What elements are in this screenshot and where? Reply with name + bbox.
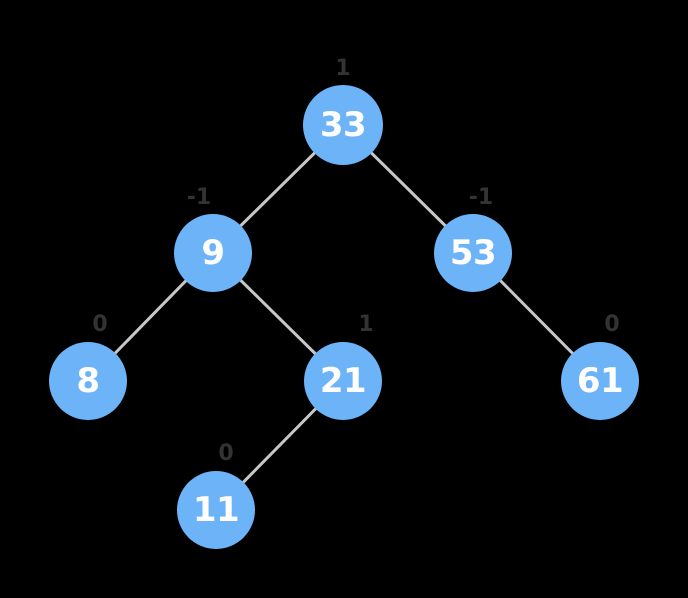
- balance-factor-61: 0: [604, 312, 620, 337]
- tree-node-53[interactable]: 53: [434, 214, 512, 292]
- tree-node-label: 21: [319, 361, 367, 401]
- balance-factor-33: 1: [335, 56, 351, 81]
- balance-factor-21: 1: [358, 312, 374, 337]
- tree-node-label: 11: [192, 490, 240, 530]
- balance-factor-9: -1: [186, 185, 212, 210]
- tree-node-8[interactable]: 8: [49, 342, 127, 420]
- tree-node-label: 33: [319, 105, 367, 145]
- tree-node-label: 53: [449, 233, 497, 273]
- tree-node-label: 9: [201, 233, 225, 273]
- balance-factor-11: 0: [218, 441, 234, 466]
- balance-factor-8: 0: [92, 312, 108, 337]
- tree-node-21[interactable]: 21: [304, 342, 382, 420]
- tree-node-61[interactable]: 61: [561, 342, 639, 420]
- tree-node-33[interactable]: 33: [303, 85, 383, 165]
- tree-node-label: 8: [76, 361, 100, 401]
- balance-factor-53: -1: [468, 185, 494, 210]
- tree-node-11[interactable]: 11: [177, 471, 255, 549]
- tree-node-9[interactable]: 9: [174, 214, 252, 292]
- tree-node-label: 61: [576, 361, 624, 401]
